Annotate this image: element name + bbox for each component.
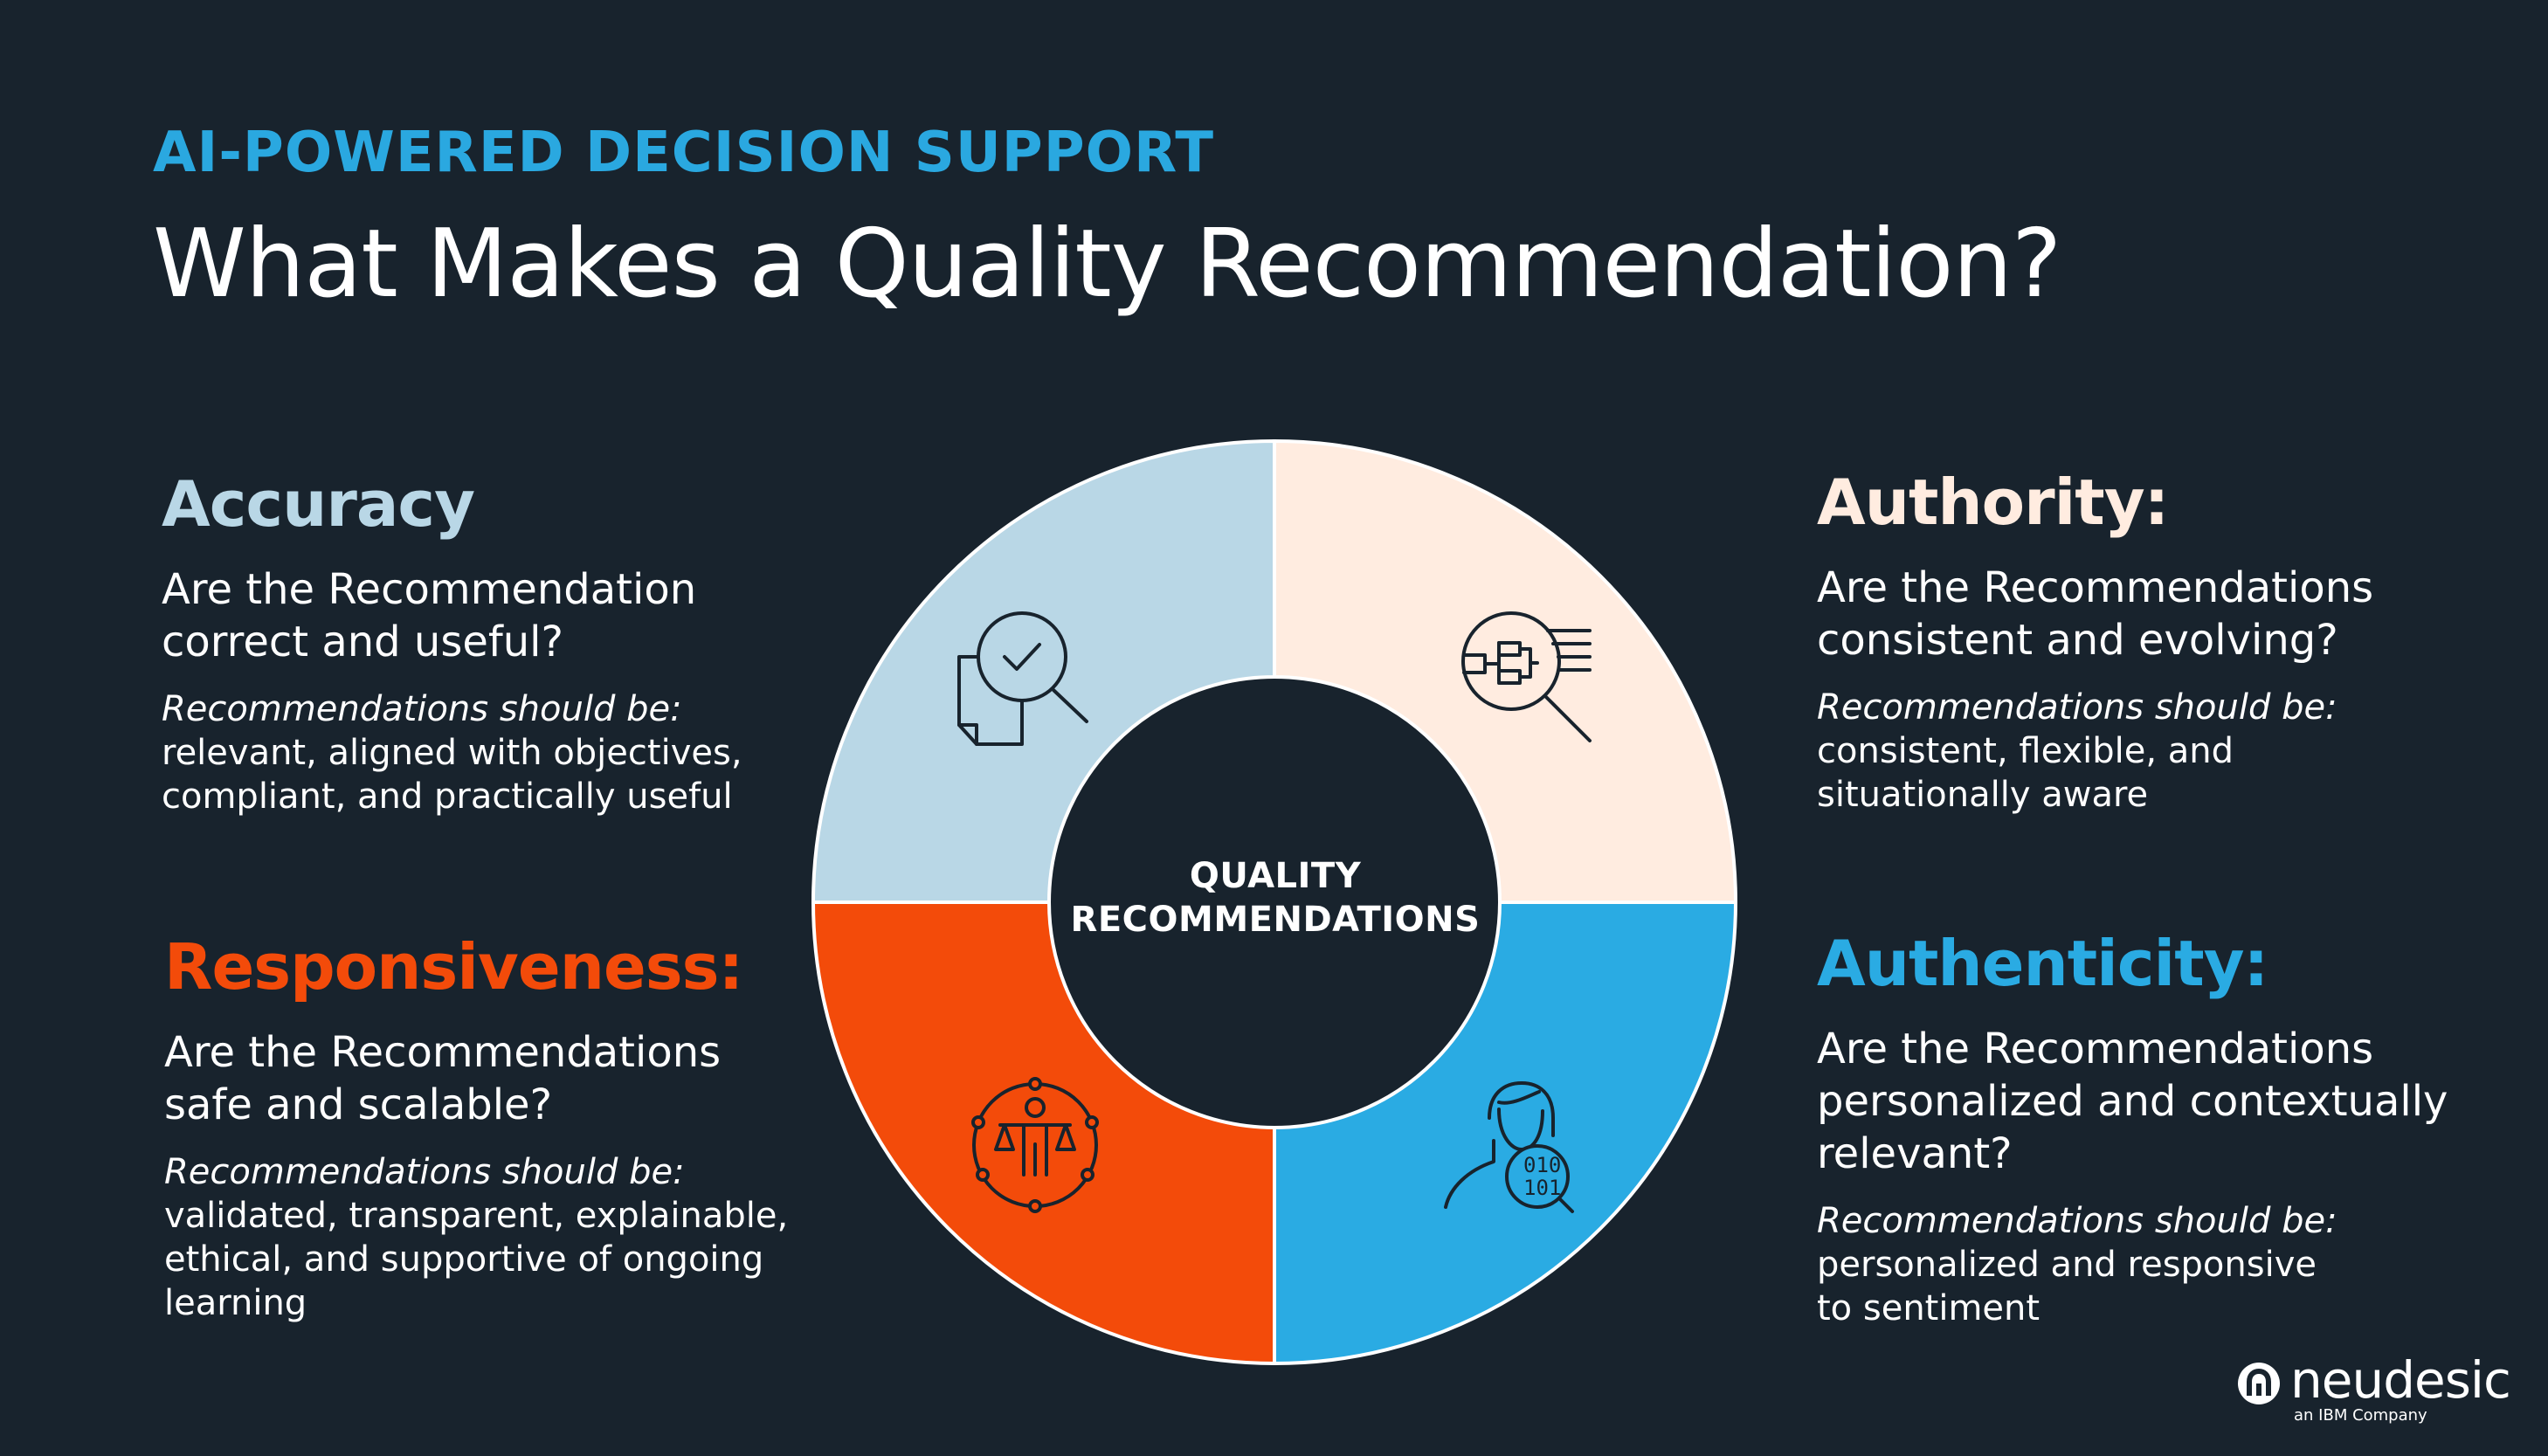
authenticity-desc-line-1: personalized and responsive	[1817, 1245, 2317, 1286]
accuracy-desc-line-1: relevant, aligned with objectives,	[162, 733, 742, 774]
authenticity-question-line-3: relevant?	[1817, 1129, 2013, 1179]
svg-text:101: 101	[1523, 1176, 1561, 1200]
authority-lead: Recommendations should be:	[1817, 687, 2337, 728]
logo-wordmark: neudesic	[2290, 1350, 2511, 1410]
accuracy-heading: Accuracy	[162, 467, 475, 541]
authenticity-heading: Authenticity:	[1817, 927, 2268, 1000]
authority-desc-line-2: situationally aware	[1817, 775, 2149, 816]
flowchart-search-icon	[1461, 611, 1592, 742]
authority-desc: consistent, flexible, and situationally …	[1817, 729, 2463, 817]
authority-heading: Authority:	[1817, 466, 2169, 539]
responsiveness-question-line-2: safe and scalable?	[164, 1080, 553, 1130]
authority-block: Authority: Are the Recommendations consi…	[1817, 466, 2463, 817]
page-title: What Makes a Quality Recommendation?	[153, 210, 2061, 319]
authority-question-line-1: Are the Recommendations	[1817, 563, 2374, 613]
segment-responsiveness	[811, 901, 1276, 1366]
responsiveness-desc: validated, transparent, explainable, eth…	[164, 1194, 828, 1325]
donut-center-label: QUALITY RECOMMENDATIONS	[1048, 854, 1502, 942]
authority-desc-line-1: consistent, flexible, and	[1817, 731, 2234, 772]
authority-question-line-2: consistent and evolving?	[1817, 616, 2338, 666]
responsiveness-heading: Responsiveness:	[164, 930, 743, 1004]
responsiveness-lead: Recommendations should be:	[164, 1152, 685, 1193]
authenticity-question-line-1: Are the Recommendations	[1817, 1025, 2374, 1074]
accuracy-question-line-1: Are the Recommendation	[162, 565, 697, 615]
responsiveness-question: Are the Recommendations safe and scalabl…	[164, 1026, 828, 1131]
responsiveness-block: Responsiveness: Are the Recommendations …	[164, 930, 828, 1325]
authority-question: Are the Recommendations consistent and e…	[1817, 562, 2463, 666]
svg-text:010: 010	[1523, 1153, 1561, 1177]
responsiveness-question-line-1: Are the Recommendations	[164, 1028, 722, 1078]
neudesic-logo: neudesic an IBM Company	[2236, 1350, 2516, 1425]
accuracy-desc: relevant, aligned with objectives, compl…	[162, 731, 825, 818]
authenticity-desc-line-2: to sentiment	[1817, 1288, 2040, 1329]
authenticity-question-line-2: personalized and contextually	[1817, 1077, 2448, 1127]
accuracy-question: Are the Recommendation correct and usefu…	[162, 563, 825, 668]
accuracy-lead: Recommendations should be:	[162, 689, 682, 730]
center-line-2: RECOMMENDATIONS	[1070, 900, 1481, 940]
person-binary-icon: 010 101	[1444, 1081, 1574, 1213]
logo-subtitle: an IBM Company	[2294, 1406, 2427, 1425]
authenticity-desc: personalized and responsive to sentiment	[1817, 1243, 2463, 1330]
authenticity-lead: Recommendations should be:	[1817, 1201, 2337, 1242]
segment-authenticity	[1273, 901, 1738, 1366]
responsiveness-desc-line-2: ethical, and supportive of ongoing	[164, 1239, 764, 1280]
authenticity-block: Authenticity: Are the Recommendations pe…	[1817, 927, 2463, 1330]
eyebrow-label: AI-POWERED DECISION SUPPORT	[153, 121, 1215, 185]
responsiveness-desc-line-1: validated, transparent, explainable,	[164, 1196, 789, 1237]
accuracy-desc-line-2: compliant, and practically useful	[162, 776, 733, 818]
accuracy-block: Accuracy Are the Recommendation correct …	[162, 467, 825, 818]
responsiveness-desc-line-3: learning	[164, 1283, 307, 1324]
neudesic-logo-mark-icon	[2238, 1363, 2280, 1404]
document-search-check-icon	[957, 611, 1088, 746]
person-scales-icon	[971, 1077, 1099, 1213]
authenticity-question: Are the Recommendations personalized and…	[1817, 1023, 2463, 1180]
center-line-1: QUALITY	[1189, 856, 1362, 896]
accuracy-question-line-2: correct and useful?	[162, 618, 563, 667]
